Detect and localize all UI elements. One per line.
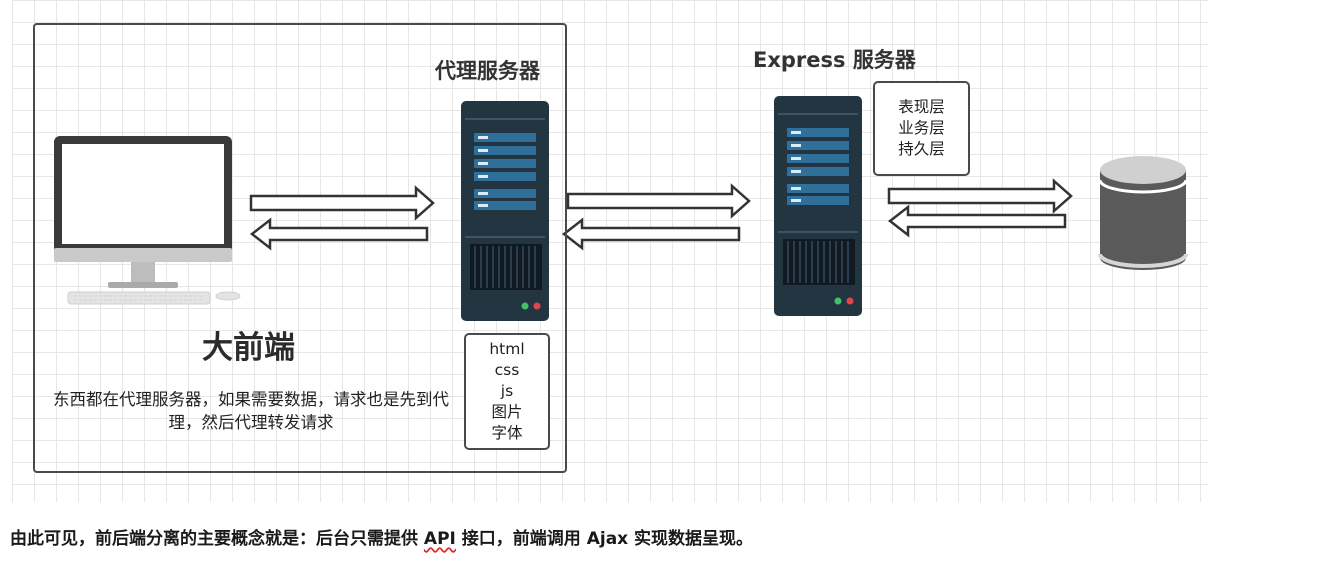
summary-text-part: 由此可见，前后端分离的主要概念就是：后台只需提供 <box>10 529 424 549</box>
frontend-group-box <box>33 23 567 473</box>
computer-icon <box>54 136 241 305</box>
express-server-title: Express 服务器 <box>753 48 916 72</box>
api-term: API <box>423 529 456 549</box>
static-asset-item: html <box>489 340 525 358</box>
summary-text: 由此可见，前后端分离的主要概念就是：后台只需提供 API 接口，前端调用 Aja… <box>10 524 753 549</box>
summary-text-part: 接口，前端调用 Ajax 实现数据呈现。 <box>455 529 754 549</box>
database-icon <box>1098 156 1188 270</box>
express-server-icon <box>774 96 862 316</box>
arrow-proxy-to-express <box>566 183 751 219</box>
server-layers-box: 表现层 业务层 持久层 <box>873 81 970 176</box>
static-assets-box: html css js 图片 字体 <box>464 333 550 450</box>
frontend-description: 东西都在代理服务器，如果需要数据，请求也是先到代理，然后代理转发请求 <box>53 390 449 432</box>
server-layer-item: 表现层 <box>898 98 945 116</box>
arrow-express-to-proxy <box>561 217 741 251</box>
server-layer-item: 持久层 <box>898 140 945 158</box>
arrow-express-to-database <box>887 178 1073 214</box>
arrow-database-to-express <box>887 204 1067 238</box>
proxy-server-icon <box>461 101 549 321</box>
proxy-server-title: 代理服务器 <box>435 59 540 83</box>
static-asset-item: 图片 <box>491 403 523 421</box>
static-asset-item: 字体 <box>491 424 523 442</box>
static-asset-item: js <box>500 382 514 400</box>
arrow-proxy-to-frontend <box>249 217 429 251</box>
static-asset-item: css <box>494 361 520 379</box>
diagram-canvas: 代理服务器 Express 服务器 大前端 东西都在代理服务器，如果需要数据，请… <box>12 0 1208 502</box>
diagram-graphics <box>54 96 1188 321</box>
frontend-title: 大前端 <box>202 330 295 366</box>
arrow-frontend-to-proxy <box>249 185 435 221</box>
server-layer-item: 业务层 <box>898 119 945 137</box>
